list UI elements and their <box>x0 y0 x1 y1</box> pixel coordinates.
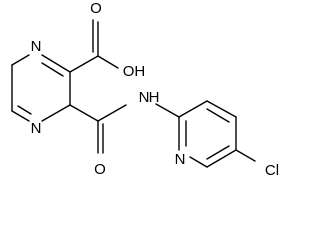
bond <box>206 145 230 160</box>
bond <box>41 104 71 122</box>
hydroxyl-label: OH <box>123 63 146 80</box>
nitrogen-label: N <box>31 38 42 55</box>
chlorine-label: Cl <box>265 162 279 179</box>
chloropyridine-ring <box>178 100 256 168</box>
structure-diagram: N N OH O N H O N Cl <box>11 0 280 179</box>
hydrogen-label: H <box>149 89 160 106</box>
nitrogen-label: N <box>31 120 42 137</box>
bond <box>11 110 30 122</box>
nitrogen-label: N <box>139 89 150 106</box>
bond <box>69 104 99 122</box>
pyrazine-ring <box>11 54 71 122</box>
bond <box>41 62 64 77</box>
bond <box>41 54 71 73</box>
oxygen-label: O <box>94 161 106 178</box>
bond <box>69 55 99 73</box>
amide-group <box>69 103 180 154</box>
bond <box>235 149 256 162</box>
molecule-drawing: N N OH O N H O N Cl <box>11 0 280 179</box>
bond <box>206 100 237 118</box>
nitrogen-label: N <box>175 151 186 168</box>
oxygen-label: O <box>90 0 102 17</box>
bond <box>97 104 127 122</box>
bond <box>189 156 208 168</box>
carboxylic-acid-group <box>69 19 119 73</box>
bond <box>206 149 237 168</box>
bond <box>17 105 32 115</box>
bond <box>155 103 180 118</box>
bond <box>178 100 208 118</box>
bond <box>11 54 30 66</box>
atom-labels: N N OH O N H O N Cl <box>31 0 280 179</box>
bond <box>97 55 119 69</box>
bond <box>206 108 230 123</box>
